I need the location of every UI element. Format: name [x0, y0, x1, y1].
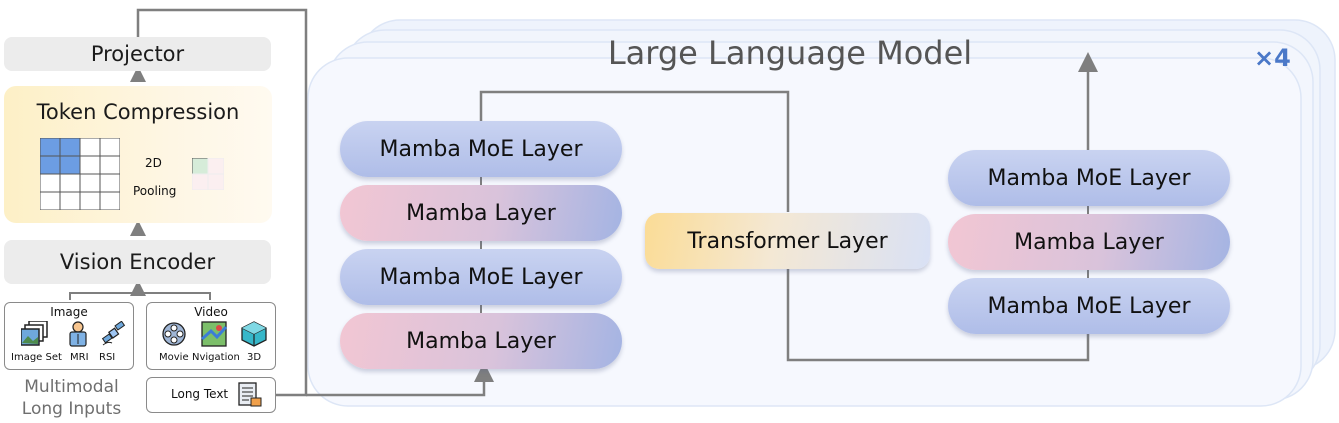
left-mamba-layer-2: Mamba Layer	[340, 313, 622, 369]
vision-encoder-label: Vision Encoder	[59, 250, 216, 274]
left-moe-layer-2: Mamba MoE Layer	[340, 249, 622, 305]
long-text-card: Long Text	[146, 377, 276, 413]
projector-label: Projector	[90, 42, 185, 66]
repeat-badge: ×4	[1254, 44, 1291, 72]
video-card-title: Video	[194, 305, 228, 319]
image-card: Image Image Set MRI RSI	[4, 302, 134, 370]
right-moe-layer-2: Mamba MoE Layer	[948, 278, 1230, 334]
llm-title: Large Language Model	[607, 34, 973, 72]
right-moe-layer-1: Mamba MoE Layer	[948, 150, 1230, 206]
movie-reel-icon	[162, 322, 186, 346]
image-card-title: Image	[50, 305, 88, 319]
pooled-token-icon	[192, 158, 224, 190]
document-icon	[238, 382, 262, 407]
caption-line-1: Multimodal	[24, 377, 119, 397]
video-item-2: Nvigation	[192, 352, 240, 363]
token-compression-label: Token Compression	[36, 100, 240, 124]
right-mamba-layer: Mamba Layer	[948, 214, 1230, 270]
video-item-3: 3D	[247, 352, 262, 363]
navigation-map-icon	[201, 321, 227, 347]
long-text-label: Long Text	[171, 387, 229, 401]
transformer-layer: Transformer Layer	[645, 213, 930, 269]
image-item-2: MRI	[70, 352, 89, 363]
caption-line-2: Long Inputs	[21, 399, 122, 419]
image-set-icon	[21, 321, 48, 346]
image-item-1: Image Set	[11, 352, 62, 363]
projector-box: Projector	[4, 37, 271, 71]
left-mamba-layer-1: Mamba Layer	[340, 185, 622, 241]
pool-2d-label: 2D	[145, 156, 162, 170]
token-grid-icon	[40, 138, 120, 210]
video-item-1: Movie	[159, 352, 189, 363]
pool-label: Pooling	[133, 184, 177, 198]
left-moe-layer-1: Mamba MoE Layer	[340, 121, 622, 177]
vision-encoder-box: Vision Encoder	[4, 240, 271, 284]
image-item-3: RSI	[99, 352, 116, 363]
3d-cube-icon	[241, 321, 267, 347]
token-compression-box: Token Compression 2D Pooling	[4, 86, 272, 223]
mri-icon	[69, 321, 87, 347]
video-card: Video Movie Nvigation 3D	[146, 302, 276, 370]
rsi-satellite-icon	[101, 321, 126, 346]
multimodal-caption: Multimodal Long Inputs	[4, 376, 139, 420]
